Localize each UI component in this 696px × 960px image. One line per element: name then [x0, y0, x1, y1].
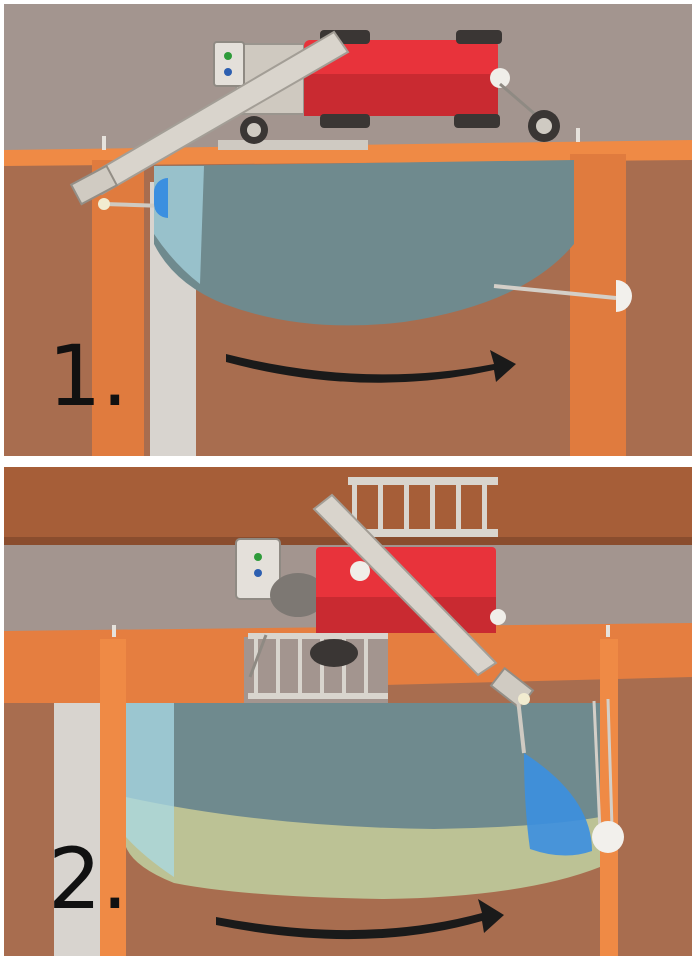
step-label: 1.: [48, 334, 128, 418]
post-left: [102, 136, 106, 150]
post-right: [606, 625, 610, 637]
step-1-panel: 1.: [4, 4, 692, 456]
post-right: [576, 128, 580, 142]
step-label: 2.: [48, 837, 128, 921]
right-vertical-beam: [600, 639, 618, 956]
post-left: [112, 625, 116, 637]
step-2-panel: 2.: [4, 467, 692, 956]
platform-grating: [218, 140, 368, 150]
sensor-dish: [592, 821, 624, 853]
